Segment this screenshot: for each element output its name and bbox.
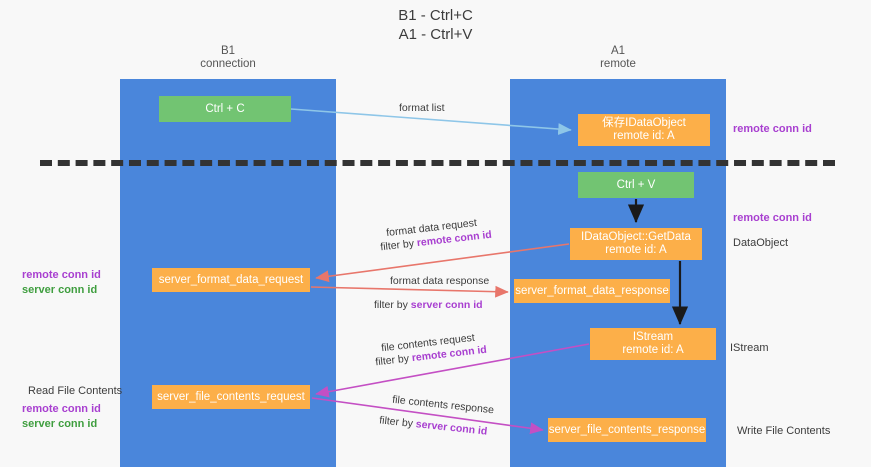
annotation-right-write-file-contents: Write File Contents	[737, 425, 831, 437]
annotation-right-dataobject: DataObject	[733, 237, 789, 249]
annotation-right-istream: IStream	[730, 342, 769, 354]
filter-key: server conn id	[410, 299, 483, 311]
edge-format-data-response	[310, 285, 509, 298]
annotation-left-server-conn-id-2: server conn id	[22, 418, 98, 430]
node-ctrl-c[interactable]: Ctrl + C	[159, 96, 291, 122]
annotation-left-remote-conn-id-2: remote conn id	[22, 403, 101, 415]
node-ctrl-v[interactable]: Ctrl + V	[578, 172, 694, 198]
edge-file-contents-response	[311, 397, 544, 435]
annotation-right-remote-conn-id-top: remote conn id	[733, 123, 812, 135]
filter-prefix: filter by	[374, 299, 411, 311]
node-server-file-contents-response[interactable]: server_file_contents_response	[548, 418, 706, 442]
edge-file-contents-request	[315, 343, 590, 398]
edge-label-format-list: format list	[399, 102, 445, 114]
annotation-left-server-conn-id: server conn id	[22, 284, 98, 296]
node-idataobject-getdata[interactable]: IDataObject::GetData remote id: A	[570, 228, 702, 260]
edge-format-data-request	[315, 243, 570, 283]
edge-label-format-data-response: format data response	[390, 275, 490, 287]
page-title: B1 - Ctrl+C A1 - Ctrl+V	[398, 7, 473, 43]
node-server-file-contents-request[interactable]: server_file_contents_request	[152, 385, 310, 409]
node-idataobject[interactable]: 保存IDataObject remote id: A	[578, 114, 710, 146]
annotation-left-remote-conn-id: remote conn id	[22, 269, 101, 281]
node-server-format-data-response[interactable]: server_format_data_response	[514, 279, 670, 303]
swimlane-a1-title: A1 remote	[600, 45, 636, 70]
annotation-right-remote-conn-id-mid: remote conn id	[733, 212, 812, 224]
annotation-left-read-file-contents: Read File Contents	[28, 385, 123, 397]
node-server-format-data-request[interactable]: server_format_data_request	[152, 268, 310, 292]
section-divider	[40, 160, 835, 166]
swimlane-b1-title: B1 connection	[200, 45, 256, 70]
edge-label-format-data-response-filter: filter by server conn id	[374, 298, 483, 312]
edge-format-list	[290, 108, 572, 135]
node-istream[interactable]: IStream remote id: A	[590, 328, 716, 360]
filter-prefix: filter by	[378, 414, 417, 431]
